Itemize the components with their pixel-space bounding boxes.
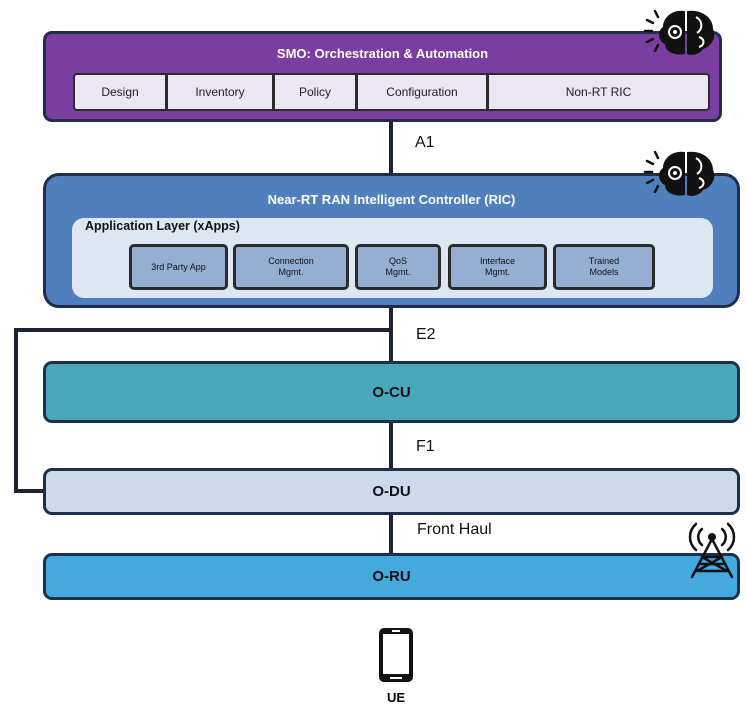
cell-tower-icon — [688, 522, 736, 579]
o-du-block: O-DU — [43, 468, 740, 515]
o-cu-block: O-CU — [43, 361, 740, 423]
o-ru-block: O-RU — [43, 553, 740, 600]
e2-link — [389, 307, 393, 362]
near-rt-ric-block: Near-RT RAN Intelligent Controller (RIC)… — [43, 173, 740, 308]
e2-odu-link-bottom — [14, 489, 45, 493]
f1-interface-label: F1 — [416, 438, 435, 455]
smo-item-configuration: Configuration — [358, 75, 489, 109]
a1-link — [389, 121, 393, 175]
xapp-interface-mgmt: Interface Mgmt. — [448, 244, 547, 290]
e2-odu-link-left — [14, 328, 18, 493]
o-cu-label: O-CU — [372, 383, 411, 401]
e2-interface-label: E2 — [416, 326, 436, 343]
ue-label: UE — [386, 690, 406, 705]
smo-item-design: Design — [75, 75, 168, 109]
f1-link — [389, 422, 393, 470]
xapp-connection-mgmt: Connection Mgmt. — [233, 244, 349, 290]
smo-item-inventory: Inventory — [168, 75, 275, 109]
a1-interface-label: A1 — [415, 134, 435, 151]
o-du-label: O-DU — [372, 483, 411, 500]
o-ru-label: O-RU — [372, 568, 411, 585]
application-layer-title: Application Layer (xApps) — [85, 219, 240, 233]
xapp-label: Interface Mgmt. — [479, 256, 516, 277]
smartphone-icon — [379, 628, 413, 682]
ric-title: Near-RT RAN Intelligent Controller (RIC) — [267, 192, 516, 207]
smo-item-non-rt-ric: Non-RT RIC — [565, 85, 632, 99]
application-layer: Application Layer (xApps) 3rd Party App … — [72, 218, 713, 298]
xapp-label: Connection Mgmt. — [268, 256, 314, 277]
ai-brain-gear-icon — [643, 9, 715, 55]
xapp-third-party: 3rd Party App — [129, 244, 228, 290]
fronthaul-link — [389, 514, 393, 555]
fronthaul-interface-label: Front Haul — [417, 521, 492, 538]
ai-brain-gear-icon — [643, 150, 715, 196]
smo-block: SMO: Orchestration & Automation Design I… — [43, 31, 722, 122]
xapp-label: Trained Models — [588, 256, 620, 277]
e2-odu-link-top — [14, 328, 392, 332]
xapp-label: QoS Mgmt. — [385, 256, 411, 277]
xapp-label: 3rd Party App — [151, 261, 206, 272]
smo-item-policy: Policy — [275, 75, 358, 109]
xapp-qos-mgmt: QoS Mgmt. — [355, 244, 441, 290]
xapp-trained-models: Trained Models — [553, 244, 655, 290]
smo-function-bar: Design Inventory Policy Configuration No… — [73, 73, 710, 111]
smo-title: SMO: Orchestration & Automation — [276, 46, 489, 61]
